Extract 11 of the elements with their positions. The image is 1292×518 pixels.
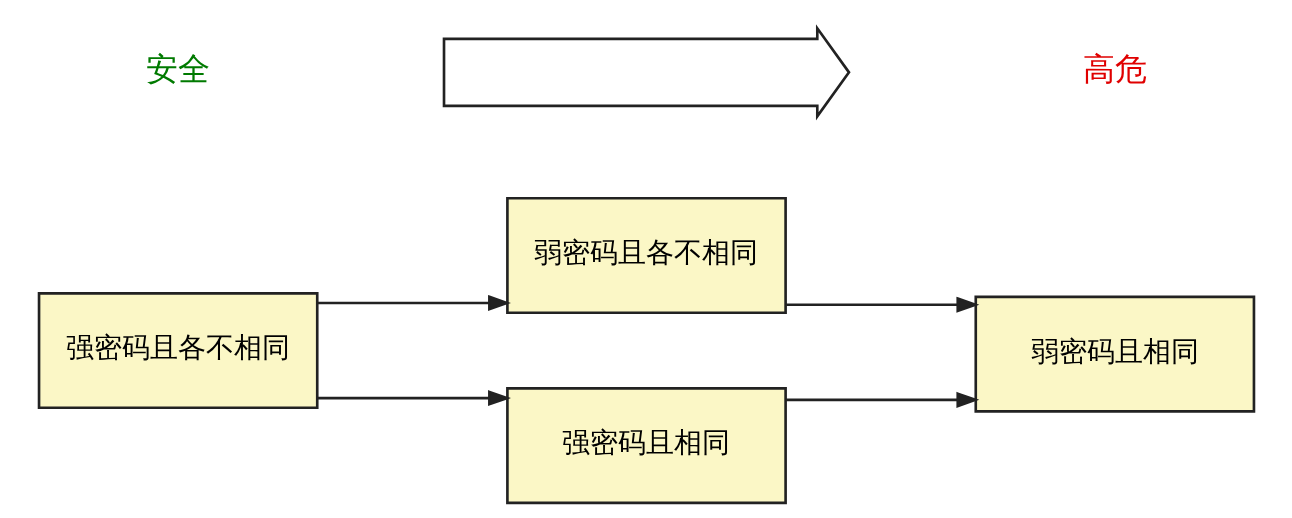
arrow xyxy=(316,390,511,407)
node-box: 强密码且各不相同 xyxy=(37,292,319,410)
node-box: 弱密码且各不相同 xyxy=(505,196,787,314)
arrow xyxy=(785,296,979,313)
label: 高危 xyxy=(1082,51,1147,88)
node-box: 弱密码且相同 xyxy=(973,295,1255,413)
node-box: 强密码且相同 xyxy=(505,387,787,505)
arrow xyxy=(316,295,511,312)
node-arrow xyxy=(442,24,851,121)
arrow xyxy=(785,391,979,408)
label: 安全 xyxy=(145,51,210,88)
